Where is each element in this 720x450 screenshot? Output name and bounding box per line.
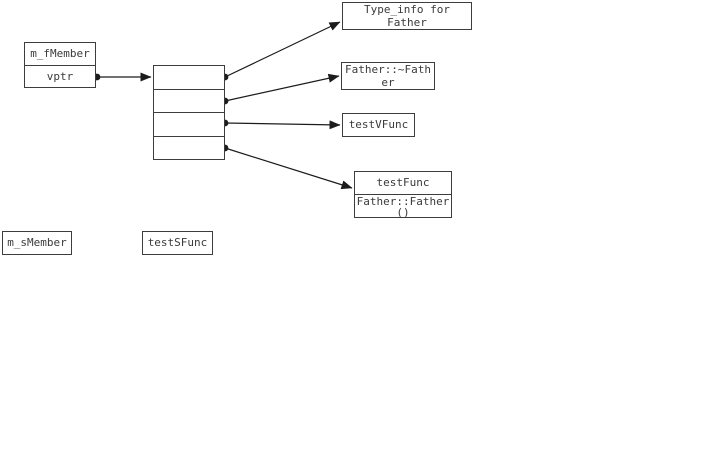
testvfunc-box: testVFunc [342, 113, 415, 137]
vtable-slot [154, 88, 224, 113]
arrow-slot2-to-destructor [224, 73, 340, 102]
vtable-slot [154, 66, 224, 89]
vtable-slot [154, 135, 224, 160]
object-box: m_fMember vptr [24, 42, 96, 88]
testfunc-title-cell: testFunc [376, 176, 430, 189]
object-member-cell: m_fMember [30, 47, 90, 60]
testfunc-box: testFunc Father::Father() [354, 171, 452, 218]
arrow-slot3-to-testvfunc [224, 120, 341, 130]
vtable-slot [154, 112, 224, 136]
static-member-box: m_sMember [2, 231, 72, 255]
testfunc-constructor-cell: Father::Father() [355, 194, 451, 218]
typeinfo-box: Type_info for Father [342, 2, 472, 30]
vtable-box [153, 65, 225, 160]
arrow-slot1-to-typeinfo [224, 21, 341, 78]
static-func-box: testSFunc [142, 231, 213, 255]
object-vptr-cell: vptr [25, 65, 95, 87]
destructor-box: Father::~Father [341, 62, 435, 90]
arrow-slot4-to-testfunc [224, 147, 353, 190]
